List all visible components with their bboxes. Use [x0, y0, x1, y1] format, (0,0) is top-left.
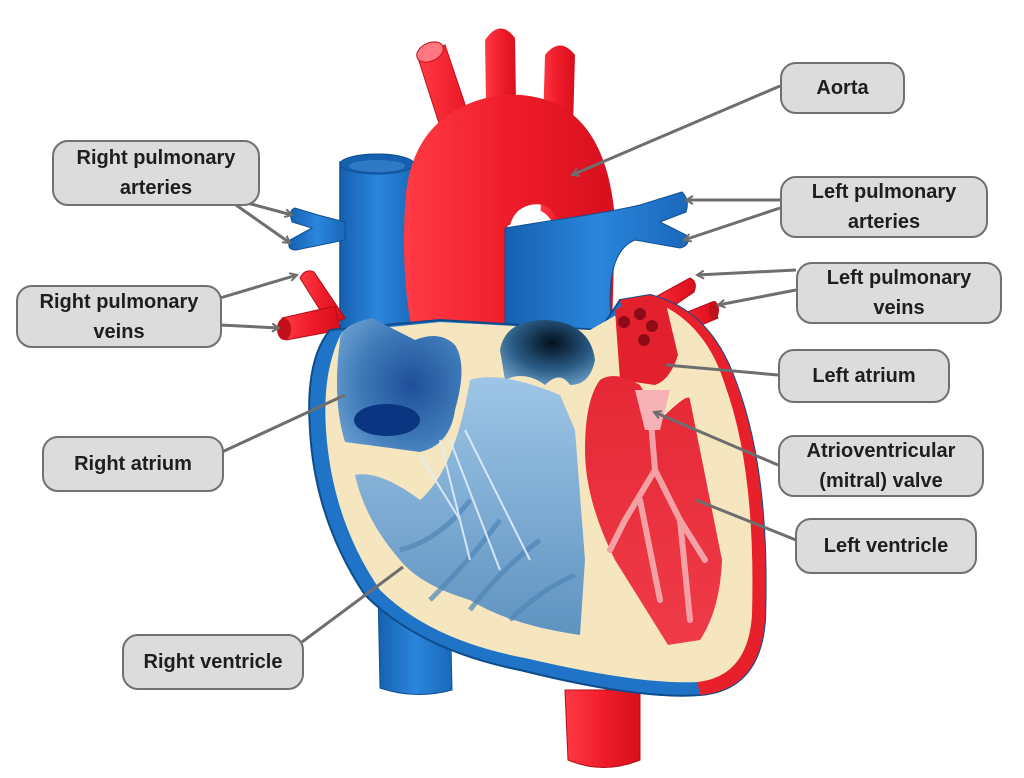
label-right-atrium: Right atrium: [42, 436, 224, 492]
label-text: Aorta: [816, 77, 869, 99]
label-text: Atrioventricular: [806, 440, 956, 462]
descending-aorta: [564, 689, 641, 768]
label-right-ventricle: Right ventricle: [122, 634, 304, 690]
label-text: Left pulmonary: [811, 181, 957, 203]
mitral-valve: [635, 390, 670, 430]
label-text: arteries: [119, 177, 193, 199]
label-aorta: Aorta: [780, 62, 905, 114]
label-right-pulmonary-arteries: Right pulmonary arteries: [52, 140, 260, 206]
label-text: veins: [873, 297, 925, 319]
label-left-pulmonary-arteries: Left pulmonary arteries: [780, 176, 988, 238]
right-ventricle-chamber: [355, 377, 585, 635]
leader-lines: [219, 84, 797, 644]
label-text: Right pulmonary: [39, 290, 199, 313]
label-left-ventricle: Left ventricle: [795, 518, 977, 574]
pulmonary-valve: [500, 320, 595, 385]
label-text: arteries: [847, 211, 921, 233]
label-text: Left atrium: [812, 365, 916, 387]
label-text: Right atrium: [74, 453, 192, 475]
label-left-pulmonary-veins: Left pulmonary veins: [796, 262, 1002, 324]
right-pulmonary-arteries: [288, 207, 346, 251]
label-text: Left pulmonary: [826, 267, 972, 289]
label-mitral-valve: Atrioventricular (mitral) valve: [778, 435, 984, 497]
label-text: veins: [93, 320, 145, 343]
right-pulmonary-veins: [277, 270, 346, 341]
label-text: Left ventricle: [823, 535, 949, 557]
label-text: (mitral) valve: [819, 470, 943, 492]
label-text: Right pulmonary: [76, 147, 236, 169]
vena-cava-opening: [354, 404, 420, 436]
label-text: Right ventricle: [143, 651, 283, 673]
label-right-pulmonary-veins: Right pulmonary veins: [16, 285, 222, 348]
label-left-atrium: Left atrium: [778, 349, 950, 403]
